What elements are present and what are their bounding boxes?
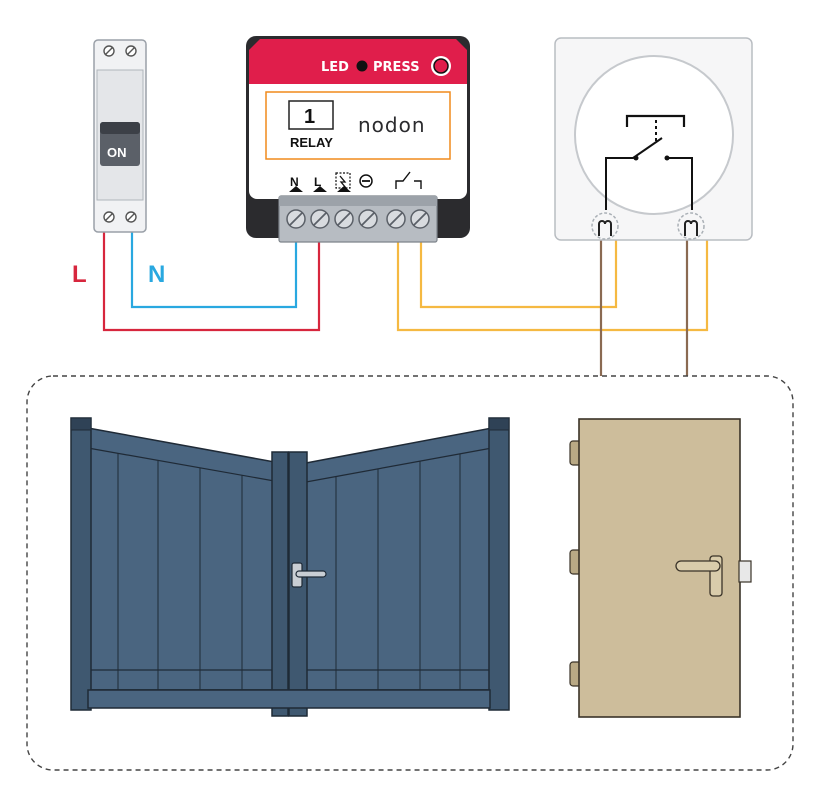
minus-terminal-icon bbox=[359, 174, 373, 188]
door bbox=[569, 418, 752, 718]
neutral-wire bbox=[130, 228, 298, 309]
terminal-screws bbox=[286, 209, 430, 229]
dry-contact-icon bbox=[395, 171, 422, 189]
channel-number: 1 bbox=[304, 106, 315, 128]
brand-logo: nodon bbox=[358, 113, 426, 137]
press-label: PRESS bbox=[373, 60, 420, 75]
terminal-labels: N L bbox=[289, 171, 422, 192]
switch-terminals bbox=[591, 212, 705, 240]
live-wire bbox=[102, 228, 321, 332]
terminal-l-label: L bbox=[314, 175, 321, 189]
terminal-n-label: N bbox=[290, 175, 299, 189]
led-indicator-icon bbox=[356, 60, 368, 72]
circuit-breaker: ON bbox=[93, 39, 147, 233]
model-label: RELAY bbox=[290, 135, 333, 150]
wires bbox=[102, 228, 709, 376]
swing-gate bbox=[70, 417, 510, 717]
contact-wire-1 bbox=[396, 228, 709, 332]
neutral-label: N bbox=[148, 261, 165, 288]
door-handle-icon[interactable] bbox=[675, 555, 723, 597]
devices-panel bbox=[26, 375, 794, 771]
led-label: LED bbox=[321, 60, 349, 75]
wall-switch bbox=[554, 37, 753, 241]
live-label: L bbox=[72, 261, 87, 288]
breaker-state-label: ON bbox=[107, 145, 127, 160]
gate-handle-icon[interactable] bbox=[291, 562, 327, 588]
nodon-relay: LED PRESS 1 RELAY nodon N L bbox=[246, 36, 470, 243]
contact-wire-2 bbox=[419, 228, 618, 309]
